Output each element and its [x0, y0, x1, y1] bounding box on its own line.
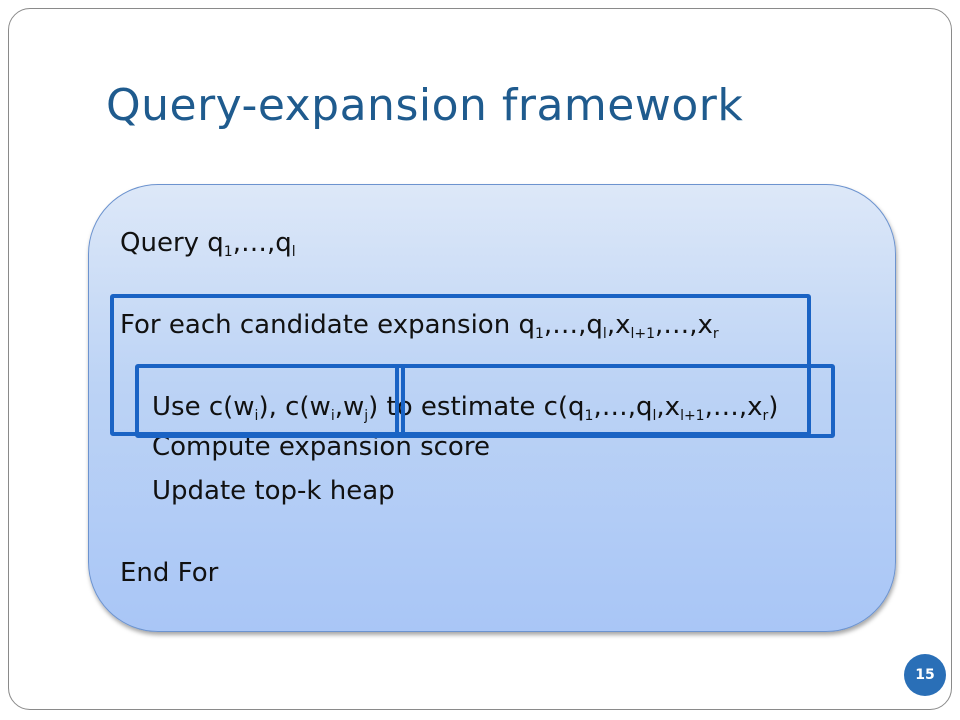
algorithm-panel — [88, 184, 896, 632]
page-number-badge: 15 — [904, 654, 946, 696]
end-for-line: End For — [120, 558, 219, 588]
update-heap-line: Update top-k heap — [152, 476, 395, 506]
word-counts-highlight-box — [135, 364, 405, 438]
estimate-highlight-box — [395, 364, 835, 438]
slide-title: Query-expansion framework — [106, 80, 744, 131]
query-line: Query q1,…,ql — [120, 228, 296, 260]
for-each-line: For each candidate expansion q1,…,ql,xl+… — [120, 310, 719, 342]
